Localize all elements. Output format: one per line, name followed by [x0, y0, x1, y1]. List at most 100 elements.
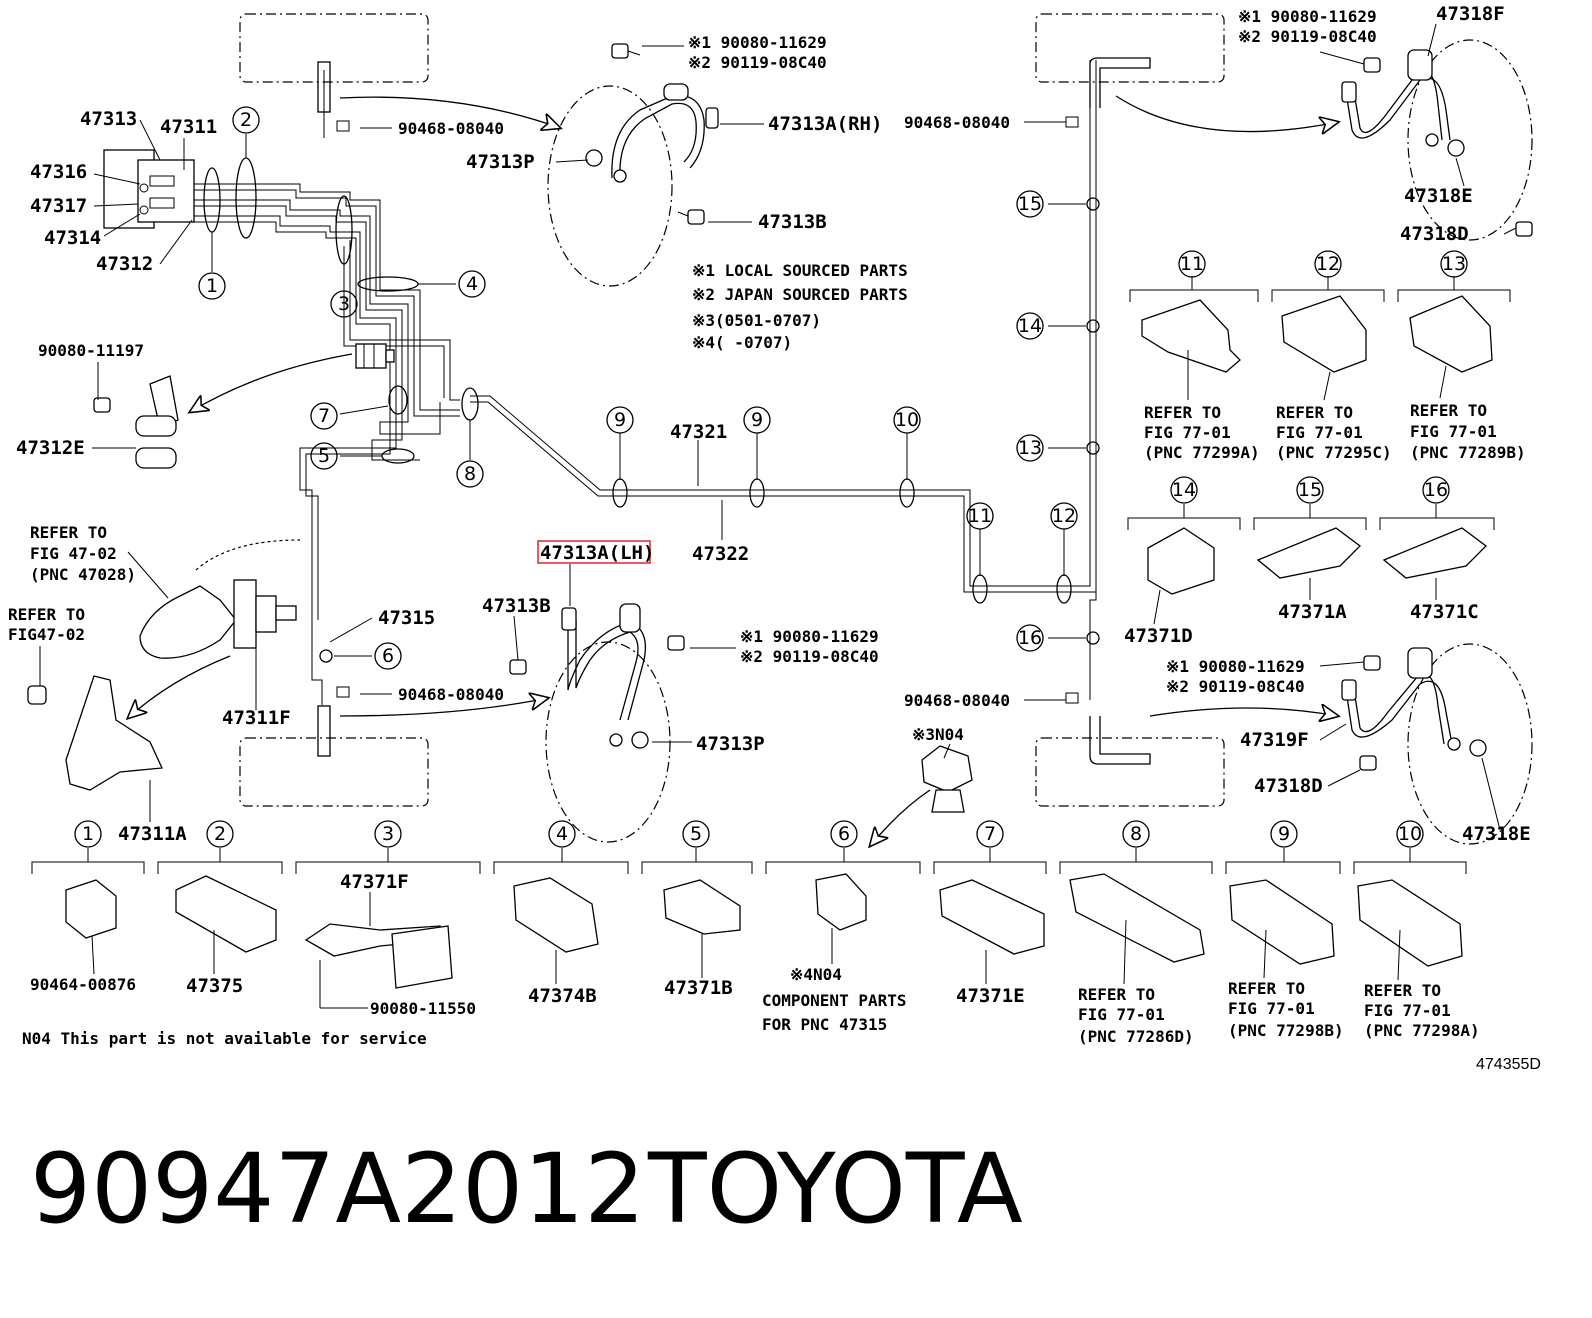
label-x1-mid: ※1 90080-11629 [740, 627, 879, 646]
svg-text:9: 9 [1278, 823, 1290, 845]
label-r13-pnc: (PNC 77289B) [1410, 443, 1526, 462]
label-x4-n04: ※4N04 [790, 965, 842, 984]
label-47313: 47313 [80, 108, 137, 130]
clamp-marker-4 [357, 276, 419, 292]
label-47374b: 47374B [528, 985, 597, 1007]
callout-r14: 14 [1170, 476, 1198, 504]
diagram-reference: 474355D [1476, 1056, 1541, 1073]
label-47371d: 47371D [1124, 625, 1193, 647]
caption-brand: TOYOTA [647, 1133, 1023, 1245]
clamp-marker-8 [461, 387, 479, 421]
label-r13-fig: FIG 77-01 [1410, 422, 1497, 441]
label-r11-refer: REFER TO [1144, 403, 1221, 422]
wheel-outline-rear-left [239, 737, 429, 807]
label-90468-08040-c: 90468-08040 [904, 113, 1010, 132]
callout-b6: 6 [830, 820, 858, 848]
label-refer-to-1: REFER TO [30, 523, 107, 542]
svg-text:15: 15 [1018, 193, 1042, 215]
callout-b8: 8 [1122, 820, 1150, 848]
note-date-range-3: ※3(0501-0707) [692, 311, 821, 330]
callout-r12: 12 [1314, 250, 1342, 278]
label-90464-00876: 90464-00876 [30, 975, 136, 994]
label-component-parts: COMPONENT PARTS [762, 991, 907, 1010]
label-r12-pnc: (PNC 77295C) [1276, 443, 1392, 462]
callout-b4: 4 [548, 820, 576, 848]
label-47371f: 47371F [340, 871, 409, 893]
callout-13: 13 [1016, 434, 1044, 462]
label-47318d-b: 47318D [1254, 775, 1323, 797]
clamp-marker-10 [899, 478, 915, 508]
clamp-marker-2 [235, 157, 257, 239]
rear-lh-hose [545, 603, 671, 843]
svg-text:12: 12 [1052, 505, 1076, 527]
label-47371e: 47371E [956, 985, 1025, 1007]
label-47313a-lh: 47313A(LH) [540, 542, 654, 564]
callout-11: 11 [966, 502, 994, 530]
callout-r16: 16 [1422, 476, 1450, 504]
label-pnc-47028: (PNC 47028) [30, 565, 136, 584]
label-r9-pnc: (PNC 77298B) [1228, 1021, 1344, 1040]
svg-text:7: 7 [984, 823, 996, 845]
bracket-47312e [135, 375, 179, 469]
wheel-outline-front-left [239, 13, 429, 83]
callout-9a: 9 [606, 406, 634, 434]
label-fig-47-02-a: FIG 47-02 [30, 544, 117, 563]
callout-r11: 11 [1178, 250, 1206, 278]
callout-b1: 1 [74, 820, 102, 848]
svg-text:3: 3 [382, 823, 394, 845]
label-r8-refer: REFER TO [1078, 985, 1155, 1004]
note-n04-not-available: N04 This part is not available for servi… [22, 1029, 427, 1048]
legend-brackets-bottom [31, 848, 1467, 874]
brake-tube-bundle [170, 70, 460, 705]
label-47318e-b: 47318E [1462, 823, 1531, 845]
label-47311: 47311 [160, 116, 217, 138]
clamp-parts-bottom [65, 873, 1463, 989]
svg-text:5: 5 [690, 823, 702, 845]
label-90468-08040-b: 90468-08040 [398, 685, 504, 704]
label-fig-47-02-b: FIG47-02 [8, 625, 85, 644]
callout-b5: 5 [682, 820, 710, 848]
label-r9-fig: FIG 77-01 [1228, 999, 1315, 1018]
label-47371c: 47371C [1410, 601, 1479, 623]
callout-4: 4 [458, 270, 486, 298]
svg-text:16: 16 [1424, 479, 1448, 501]
clamp-marker-12 [1056, 574, 1072, 604]
label-r9-refer: REFER TO [1228, 979, 1305, 998]
svg-text:8: 8 [1130, 823, 1142, 845]
label-47311a: 47311A [118, 823, 187, 845]
callout-12: 12 [1050, 502, 1078, 530]
clamp-marker-11 [972, 574, 988, 604]
note-local-sourced: ※1 LOCAL SOURCED PARTS [692, 261, 908, 280]
label-47321: 47321 [670, 421, 727, 443]
callout-3: 3 [330, 290, 358, 318]
label-47371a: 47371A [1278, 601, 1347, 623]
label-47313p-a: 47313P [466, 151, 535, 173]
label-47319f: 47319F [1240, 729, 1309, 751]
svg-text:4: 4 [556, 823, 568, 845]
label-r8-fig: FIG 77-01 [1078, 1005, 1165, 1024]
svg-text:9: 9 [751, 409, 763, 431]
label-x2-br: ※2 90119-08C40 [1166, 677, 1305, 696]
label-47313p-b: 47313P [696, 733, 765, 755]
svg-text:10: 10 [895, 409, 919, 431]
callout-b7: 7 [976, 820, 1004, 848]
svg-text:14: 14 [1018, 315, 1042, 337]
clamp-marker-7 [388, 385, 408, 415]
clamp-marker-5 [381, 448, 415, 464]
label-47371b: 47371B [664, 977, 733, 999]
label-47311f: 47311F [222, 707, 291, 729]
callout-8: 8 [456, 460, 484, 488]
label-47316: 47316 [30, 161, 87, 183]
callout-5: 5 [310, 442, 338, 470]
rear-rh-hose [1341, 643, 1533, 845]
label-x2-tr: ※2 90119-08C40 [1238, 27, 1377, 46]
label-90468-08040-d: 90468-08040 [904, 691, 1010, 710]
svg-text:3: 3 [338, 293, 350, 315]
svg-text:11: 11 [1180, 253, 1204, 275]
label-47318f: 47318F [1436, 3, 1505, 25]
label-47315: 47315 [378, 607, 435, 629]
svg-text:1: 1 [206, 275, 218, 297]
svg-text:4: 4 [466, 273, 478, 295]
label-47312: 47312 [96, 253, 153, 275]
